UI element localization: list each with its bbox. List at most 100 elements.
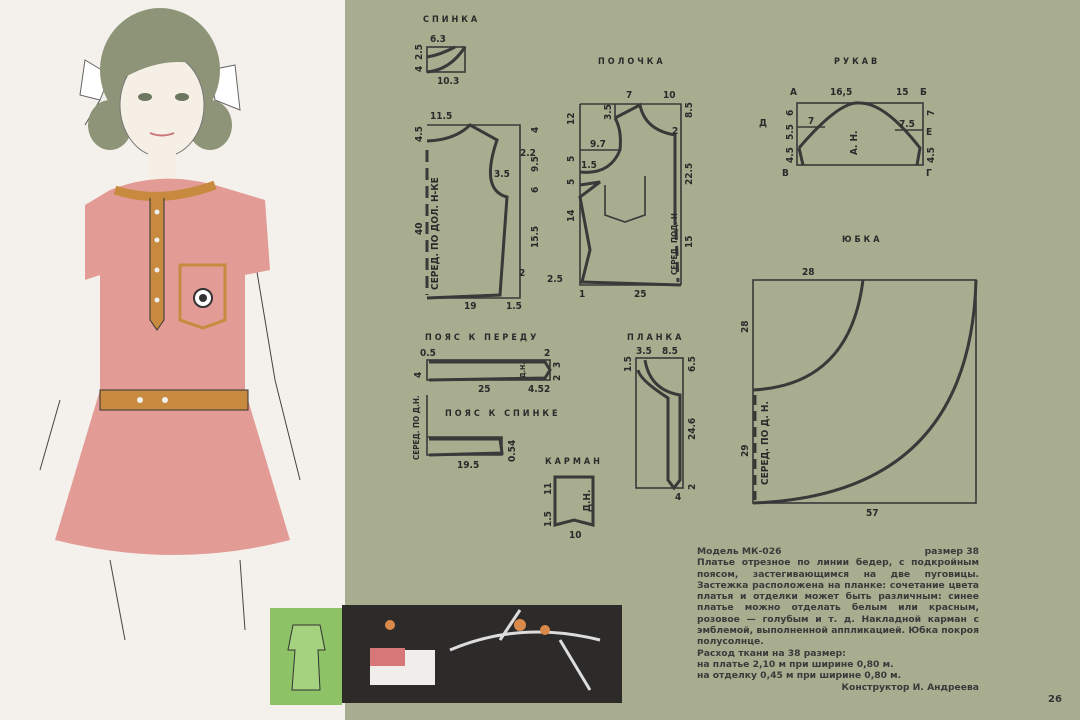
dim-label: 15 xyxy=(896,87,909,98)
fabric-dress: на платье 2,10 м при ширине 0,80 м. xyxy=(697,658,894,670)
fabric-title: Расход ткани на 38 размер: xyxy=(697,647,846,659)
dress-belt xyxy=(99,389,249,411)
pattern-planka-placket: ПЛАНКА 3.5 8.5 1.5 6.5 24.6 2 4 xyxy=(623,333,698,503)
dim-label: 1.5 xyxy=(581,160,597,171)
thumbnail-images xyxy=(270,605,622,705)
dress-skirt xyxy=(55,390,290,555)
dim-label: 28 xyxy=(802,267,815,278)
dim-label: 1.5 xyxy=(543,511,554,527)
author: Конструктор И. Андреева xyxy=(841,681,979,693)
dim-label: 4 xyxy=(530,127,541,133)
grain-label: Д.Н. xyxy=(519,362,527,378)
dim-label: 4 xyxy=(507,440,518,446)
dim-label: 2 xyxy=(544,384,550,395)
pattern-title: КАРМАН xyxy=(545,457,603,467)
model-description: Модель МК-026 размер 38 Платье отрезное … xyxy=(697,546,979,693)
dim-label: 5 xyxy=(566,179,577,185)
dim-label: 0.5 xyxy=(507,446,518,462)
dim-label: 6.3 xyxy=(430,34,446,45)
description-body: Платье отрезное по линии бедер, с подкро… xyxy=(697,557,979,648)
dim-label: 5.5 xyxy=(785,124,796,140)
dim-label: 3 xyxy=(552,362,563,368)
dim-label: 0.5 xyxy=(420,348,436,359)
dim-label: 29 xyxy=(740,444,751,457)
dim-label: 2.5 xyxy=(547,274,563,285)
dim-label: 4 xyxy=(414,66,425,72)
dim-label: 4.5 xyxy=(528,384,544,395)
dim-label: 9.7 xyxy=(590,139,606,150)
dim-label: Г xyxy=(926,168,932,179)
dim-label: Д xyxy=(759,118,767,129)
dim-label: 7 xyxy=(626,90,632,101)
page-number: 26 xyxy=(1048,694,1062,705)
dim-label: 2 xyxy=(687,484,698,490)
dim-label: В xyxy=(782,168,789,179)
dim-label: 4.5 xyxy=(785,147,796,163)
dim-label: 22.5 xyxy=(684,163,695,185)
dim-label: 7 xyxy=(808,116,814,127)
dim-label: 6 xyxy=(530,187,541,193)
dim-label: 10.3 xyxy=(437,76,459,87)
dim-label: 2.5 xyxy=(414,44,425,60)
dim-label: 7 xyxy=(926,110,937,116)
dim-label: 3.5 xyxy=(636,346,652,357)
dim-label: 11 xyxy=(543,482,554,495)
pattern-poyas-front-belt: ПОЯС К ПЕРЕДУ 0.5 2 4 25 4.5 2 2 3 Д.Н. xyxy=(413,333,563,395)
dim-label: Е xyxy=(926,127,932,138)
dim-label: 2 xyxy=(519,268,525,279)
center-line-label: СЕРЕД. ПО Д. Н. xyxy=(760,401,771,485)
model-size: размер 38 xyxy=(924,546,979,557)
pattern-rukav-sleeve: РУКАВ А 16,5 15 Б Д 6 5.5 7 7.5 Е 7 А. Н… xyxy=(759,57,937,179)
dim-label: 16,5 xyxy=(830,87,852,98)
dim-label: 6 xyxy=(785,110,796,116)
dim-label: 19.5 xyxy=(457,460,479,471)
pattern-title: ПОЯС К ПЕРЕДУ xyxy=(425,333,539,343)
dim-label: 4.5 xyxy=(414,126,425,142)
dim-label: 4 xyxy=(675,492,681,503)
dim-label: 8.5 xyxy=(662,346,678,357)
pattern-title: ПОЛОЧКА xyxy=(598,57,666,67)
dim-label: 12 xyxy=(566,112,577,125)
pattern-polochka-front: ПОЛОЧКА 7 10 12 3.5 8.5 2 9.7 5 1.5 5 22… xyxy=(547,57,695,300)
dim-label: 1.5 xyxy=(506,301,522,312)
pattern-spinka-yoke: СПИНКА 6.3 10.3 4 2.5 xyxy=(414,15,480,87)
dim-label: 15 xyxy=(684,235,695,248)
dim-label: 3.5 xyxy=(494,169,510,180)
center-line-label: СЕРЕД. ПО Д.Н. xyxy=(412,395,421,460)
center-line-label: СЕРЕД. ПОД. Н xyxy=(670,213,679,275)
dim-label: 6.5 xyxy=(687,356,698,372)
pattern-title: СПИНКА xyxy=(423,15,480,25)
pattern-karman-pocket: КАРМАН 11 1.5 Д.Н. 10 xyxy=(543,457,603,541)
pattern-title: ПЛАНКА xyxy=(627,333,684,343)
pattern-title: РУКАВ xyxy=(834,57,880,67)
dim-label: 1 xyxy=(579,289,585,300)
dim-label: 19 xyxy=(464,301,477,312)
grain-label: А. Н. xyxy=(849,131,860,155)
dim-label: 9.5 xyxy=(530,156,541,172)
dim-label: 7.5 xyxy=(899,119,915,130)
dim-label: 2 xyxy=(552,375,563,381)
dim-label: 40 xyxy=(414,222,425,235)
dim-label: 15.5 xyxy=(530,226,541,248)
dim-label: 14 xyxy=(566,209,577,222)
dim-label: 2 xyxy=(672,126,678,137)
dim-label: 4.5 xyxy=(926,147,937,163)
model-name: Модель МК-026 xyxy=(697,546,782,557)
dim-label: 2.2 xyxy=(520,148,536,159)
fabric-trim: на отделку 0,45 м при ширине 0,80 м. xyxy=(697,670,902,682)
dim-label: 11.5 xyxy=(430,111,452,122)
dim-label: 24.6 xyxy=(687,418,698,440)
dim-label: 25 xyxy=(634,289,647,300)
center-line-label: СЕРЕД. ПО ДОЛ. Н-КЕ xyxy=(430,177,441,290)
dim-label: 8.5 xyxy=(684,102,695,118)
dim-label: 28 xyxy=(740,320,751,333)
dim-label: 2 xyxy=(544,348,550,359)
pattern-title: ПОЯС К СПИНКЕ xyxy=(445,409,561,419)
dim-label: 3.5 xyxy=(603,104,614,120)
pattern-spinka-back: 11.5 4.5 4 2.2 9.5 3.5 6 40 СЕРЕД. ПО ДО… xyxy=(414,111,541,312)
pattern-title: ЮБКА xyxy=(842,235,883,245)
dim-label: А xyxy=(790,87,797,98)
dim-label: 57 xyxy=(866,508,879,519)
girl-illustration xyxy=(39,8,301,641)
